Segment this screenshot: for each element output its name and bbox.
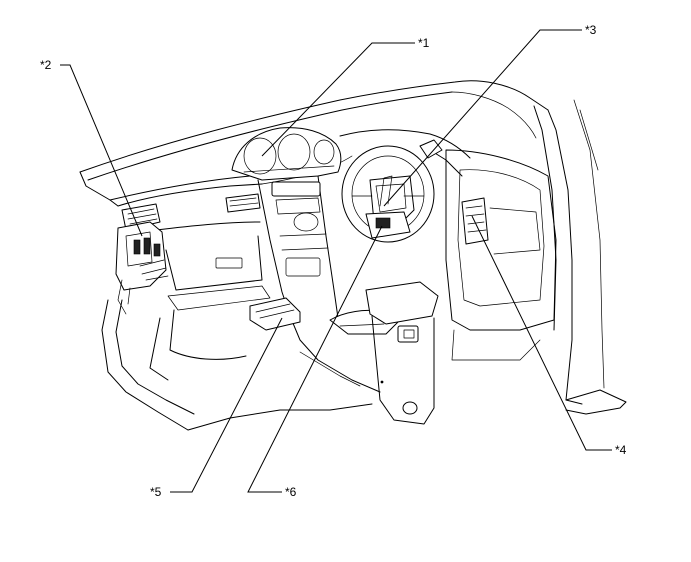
callout-label-2: *2 (40, 58, 52, 72)
callout-label-3: *3 (585, 23, 597, 37)
leader-line-6 (247, 225, 383, 493)
leader-lines (60, 29, 612, 493)
leader-line-5 (170, 317, 283, 493)
leader-line-2 (60, 64, 143, 237)
vehicle-interior-illustration (79, 80, 627, 431)
callout-labels: *1 *2 *3 *4 *5 *6 (40, 23, 627, 499)
leader-line-3 (383, 29, 582, 207)
leader-line-4 (471, 215, 612, 451)
callout-label-5: *5 (150, 485, 162, 499)
callout-label-1: *1 (418, 36, 430, 50)
callout-label-6: *6 (285, 485, 297, 499)
callout-label-4: *4 (615, 443, 627, 457)
leader-line-1 (261, 42, 415, 157)
